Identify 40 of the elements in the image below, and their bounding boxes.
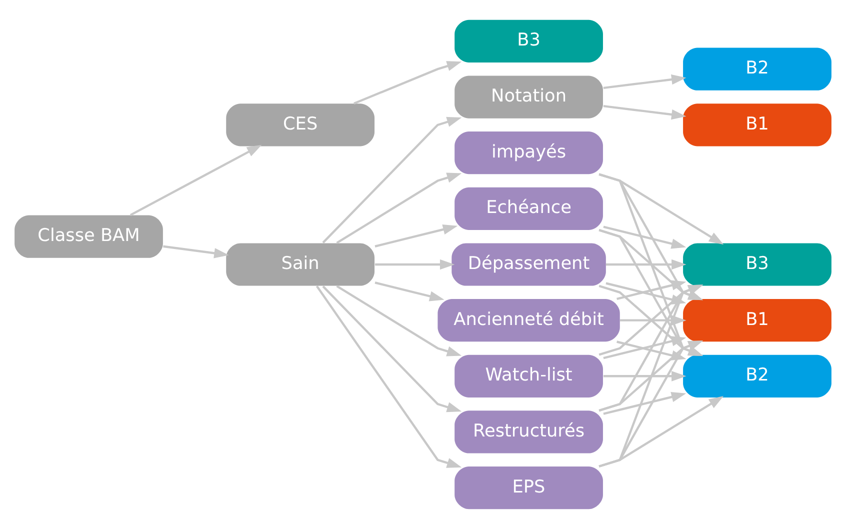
arrow [598,284,704,356]
node-box: B1 [683,104,832,146]
arrow [598,173,724,245]
arrow [163,245,229,258]
node-box: CES [226,104,375,146]
node-box: Watch-list [454,354,603,398]
node-box: B3 [683,243,832,286]
node-box: Echéance [454,187,603,230]
arrow [316,286,462,468]
node-box: Sain [226,243,375,286]
arrow [375,259,455,270]
arrow [606,259,686,270]
arrow [598,229,704,356]
arrow [322,116,462,244]
node-box: Restructurés [454,410,603,454]
arrow [603,104,686,120]
arrow [603,226,686,249]
node-box: Classe BAM [14,215,163,258]
arrow [374,224,458,248]
node-box: B1 [683,299,832,342]
arrow [603,74,686,90]
node-box: Notation [454,76,603,118]
node-box: Dépassement [452,243,606,286]
arrow [603,371,686,382]
arrow [336,285,462,356]
arrow [616,280,686,300]
node-box: B2 [683,48,832,90]
arrow [322,286,462,412]
node-box: B3 [454,20,603,62]
arrow [598,284,704,468]
arrow [336,172,462,244]
node-box: Ancienneté débit [438,299,620,342]
arrow [598,284,704,412]
node-box: B2 [683,354,832,398]
node-box: impayés [454,132,603,174]
arrow [354,61,462,105]
arrow [130,144,262,216]
node-box: EPS [454,466,603,510]
arrow [603,392,686,415]
arrow [374,282,444,302]
